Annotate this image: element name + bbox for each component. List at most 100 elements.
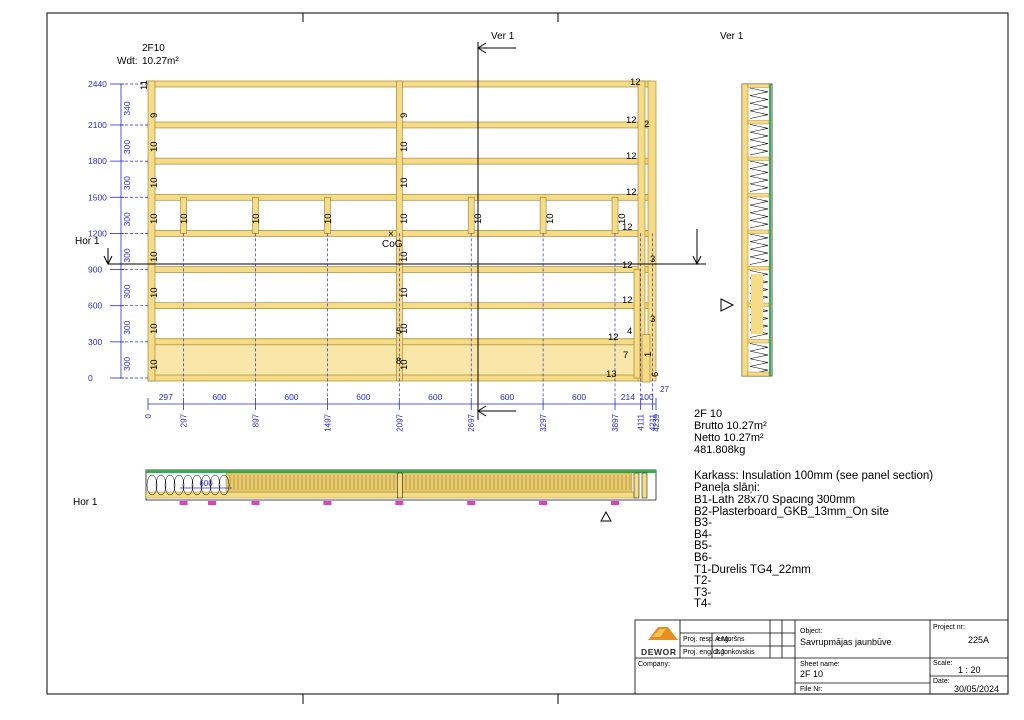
level-label: 300 (88, 337, 102, 347)
section-title-hor: Hor 1 (73, 497, 98, 508)
member-label: 5 (396, 326, 401, 337)
dimension-27-label: 27 (660, 385, 669, 394)
hor-section-stud (641, 472, 648, 499)
company-label: Company: (638, 661, 670, 668)
vertical-spacing-label: 340 (122, 101, 132, 115)
member-label: 9 (399, 113, 410, 118)
member-label: 10 (149, 177, 160, 188)
position-label: 297 (180, 413, 189, 427)
member-label: 10 (149, 141, 160, 152)
member-label: 10 (149, 213, 160, 224)
hor-section-lath-marker (251, 501, 260, 505)
member-label: 10 (179, 213, 190, 224)
position-label: 4239 (652, 413, 661, 431)
layer-item: B2-Plasterboard_GKB_13mm_On site (694, 505, 889, 518)
member-label: 12 (622, 260, 633, 271)
horizontal-section-view: 600 (145, 469, 657, 505)
area-label: Wdt: (117, 56, 138, 67)
position-label: 0 (144, 413, 153, 418)
member-label: 10 (149, 359, 160, 370)
hor-section-insulation (155, 474, 167, 496)
position-label: 2697 (467, 413, 476, 431)
horizontal-spacing-label: 214 (621, 392, 635, 402)
layer-item: B6- (694, 551, 712, 564)
panel-name: 2F10 (142, 43, 165, 54)
hor-section-stud (397, 472, 403, 499)
layer-item: T2- (694, 575, 712, 588)
member-label: 10 (399, 323, 410, 334)
object-value: Savrupmājas jaunbūve (800, 637, 892, 647)
karkass-note: Karkass: Insulation 100mm (see panel sec… (694, 470, 934, 482)
hor-section-insulation (200, 474, 212, 496)
member-label: 7 (623, 350, 628, 361)
hor-section-insulation (146, 474, 158, 496)
hor-section-lath-marker (323, 501, 332, 505)
horizontal-spacing-label: 600 (356, 392, 370, 402)
view-marker-triangle (720, 298, 735, 312)
member-label: 12 (626, 151, 637, 162)
logo-text: DEWOR (641, 647, 677, 657)
horizontal-spacing-label: 600 (500, 392, 514, 402)
member-label: 1 (643, 352, 654, 357)
object-label: Object: (800, 628, 823, 635)
member-label: 10 (399, 287, 410, 298)
member-label: 12 (622, 222, 633, 233)
member-label: 8 (396, 356, 401, 367)
hor-section-insulation (218, 474, 230, 496)
ver-section-batten (747, 120, 770, 125)
proj-resp-label: Proj. resp. eng: (683, 636, 731, 643)
hor-section-lath-marker (179, 501, 188, 505)
area-value: 10.27m² (142, 56, 179, 67)
member-label: 10 (473, 213, 484, 224)
scale-label: Scale: (933, 660, 953, 667)
cog-label: CoG (382, 239, 403, 250)
hor-section-insulation (164, 474, 176, 496)
ver-section-batten (747, 83, 770, 88)
level-label: 1800 (88, 156, 107, 166)
summary-weight: 481.808kg (694, 444, 746, 456)
layer-item: T1-Durelis TG4_22mm (694, 563, 811, 576)
level-label: 1500 (88, 192, 107, 202)
member-label: 10 (399, 141, 410, 152)
vertical-spacing-label: 300 (122, 212, 132, 226)
ver-section-batten (747, 229, 770, 234)
layer-item: B1-Lath 28x70 Spacing 300mm (694, 495, 856, 506)
member-label: 10 (149, 251, 160, 262)
proj-resp-value: A.Muršns (715, 636, 745, 643)
section-cut-ver (477, 42, 516, 420)
member-label: 3 (650, 314, 655, 325)
member-label: 12 (630, 77, 641, 88)
hor-section-lath-marker (208, 501, 216, 505)
section-label-ver-cut: Ver 1 (491, 31, 515, 42)
title-block (634, 619, 1009, 695)
member-label: 10 (323, 213, 334, 224)
ver-section-batten (747, 339, 770, 344)
ver-section-batten (747, 266, 770, 271)
horizontal-spacing-label: 100 (640, 392, 654, 402)
layers-heading: Paneļa slāņi: (694, 482, 760, 494)
vertical-spacing-label: 300 (122, 176, 132, 190)
member-label: 12 (626, 187, 637, 198)
level-label: 0 (88, 373, 93, 383)
member-label: 10 (399, 359, 410, 370)
panel-elevation (120, 80, 657, 398)
hor-section-lath-marker (539, 501, 548, 505)
vertical-spacing-label: 300 (122, 140, 132, 154)
horizontal-spacing-label: 600 (284, 392, 298, 402)
jamb-block (633, 269, 641, 379)
level-label: 2100 (88, 120, 107, 130)
horizontal-spacing-label: 600 (572, 392, 586, 402)
sheet-name-label: Sheet name: (800, 661, 840, 668)
corner-block (641, 334, 651, 383)
ver-section-batten (747, 193, 770, 198)
vertical-spacing-label: 300 (122, 320, 132, 334)
member-label: 10 (251, 213, 262, 224)
summary-netto: Netto 10.27m² (694, 432, 764, 444)
summary-brutto: Brutto 10.27m² (694, 420, 767, 432)
vertical-section-view (741, 83, 773, 377)
member-label: 10 (149, 323, 160, 334)
horizontal-spacing-label: 600 (428, 392, 442, 402)
